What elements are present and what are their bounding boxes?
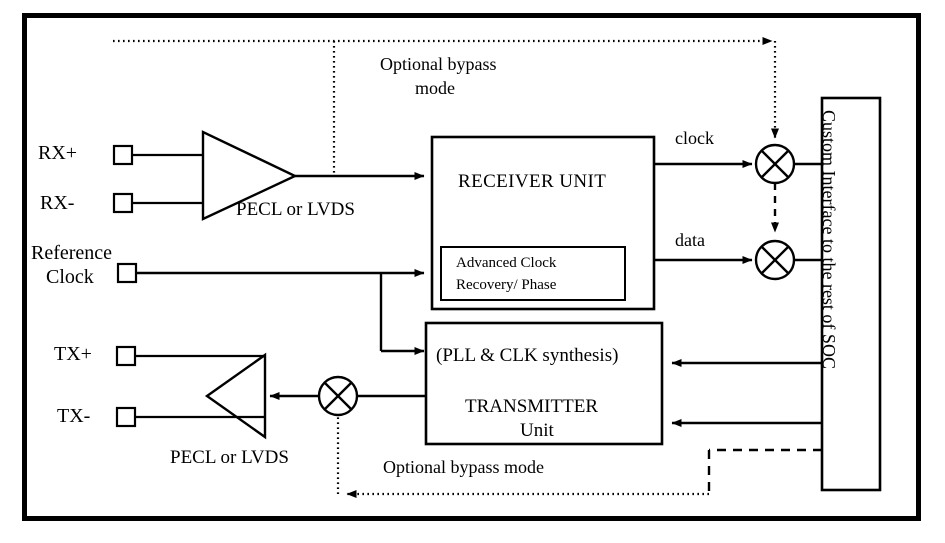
terminal-tx-plus [115,345,137,367]
label-clock-signal: clock [675,128,714,148]
label-tx-buffer-type: PECL or LVDS [170,447,289,468]
label-rx-buffer-type: PECL or LVDS [236,199,355,220]
label-advanced-clock-line2: Recovery/ Phase [456,277,557,293]
label-optional-bypass-top-line1: Optional bypass [380,54,497,74]
label-custom-interface-soc: Custom Interface to the rest of SOC [819,110,839,369]
advanced-clock-recovery-box: Advanced Clock Recovery/ Phase [440,246,626,301]
terminal-reference-clock [116,262,138,284]
label-transmitter-title-line1: TRANSMITTER [465,396,598,417]
label-transmitter-title-line2: Unit [520,420,554,441]
label-advanced-clock-line1: Advanced Clock [456,255,557,271]
label-optional-bypass-bottom: Optional bypass mode [383,457,544,477]
label-tx-plus: TX+ [54,343,92,365]
label-receiver-unit-title: RECEIVER UNIT [458,171,607,192]
label-rx-plus: RX+ [38,142,78,164]
tx-buffer-triangle [204,352,267,440]
label-reference-clock-line1: Reference [31,242,113,264]
label-optional-bypass-top-line2: mode [415,78,455,98]
terminal-rx-minus [112,192,134,214]
data-mixer-symbol [754,239,796,281]
custom-interface-box [820,96,882,492]
label-tx-minus: TX- [57,405,91,427]
label-pll-clk-synthesis: (PLL & CLK synthesis) [436,345,619,366]
rx-buffer-triangle [201,130,298,221]
transmitter-unit-box [424,321,664,446]
label-data-signal: data [675,230,705,250]
label-rx-minus: RX- [40,192,75,214]
terminal-rx-plus [112,144,134,166]
label-reference-clock-line2: Clock [46,266,94,288]
clock-mixer-symbol [754,143,796,185]
tx-mixer-symbol [317,375,359,417]
terminal-tx-minus [115,406,137,428]
